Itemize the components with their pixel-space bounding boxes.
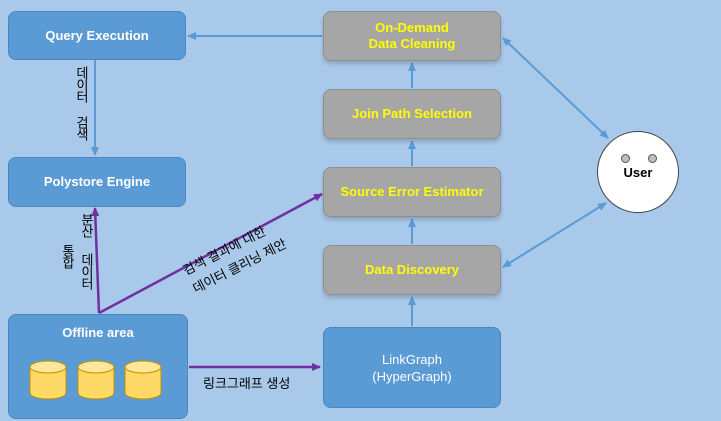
database-icon [77,360,115,400]
database-icon [29,360,67,400]
user-label: User [623,165,653,180]
database-icon [124,360,162,400]
source-error-estimator-box: Source Error Estimator [323,167,501,217]
arrow-user-discovery [502,202,607,268]
query-execution-box: Query Execution [8,11,186,60]
linkgraph-generation-label: 링크그래프 생성 [203,376,291,391]
join-path-selection-box: Join Path Selection [323,89,501,139]
distributed-label-line3: 통합 [60,244,75,268]
on-demand-data-cleaning-box: On-Demand Data Cleaning [323,11,501,61]
arrow-offline-to-polystore [91,207,101,314]
linkgraph-box: LinkGraph (HyperGraph) [323,327,501,408]
user-right-eye [648,154,657,163]
data-search-label: 데이터 검색 [74,66,89,140]
user-left-eye [621,154,630,163]
arrow-offline-to-source-error [98,192,323,315]
distributed-label-line2: 데이터 [79,253,94,289]
offline-area-label: Offline area [62,325,134,340]
user-icon: User [597,131,679,213]
polystore-engine-box: Polystore Engine [8,157,186,207]
distributed-label-line1: 분산 [79,213,94,237]
data-discovery-box: Data Discovery [323,245,501,295]
arrow-user-ondemand [502,37,609,139]
